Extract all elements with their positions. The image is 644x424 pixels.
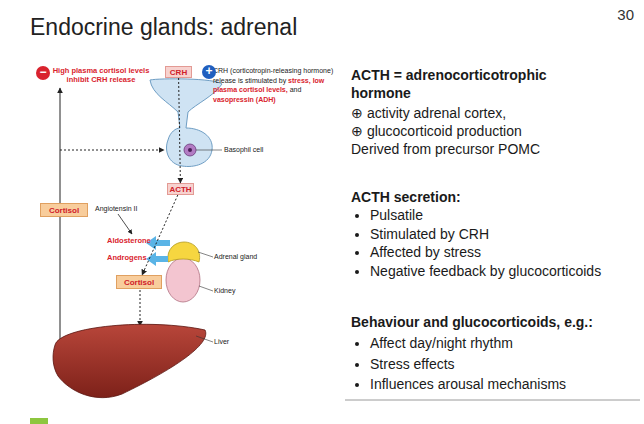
bullet-list: Affect day/night rhythmStress effectsInf… <box>351 333 644 395</box>
bullet-text: Affect day/night rhythm <box>370 335 513 351</box>
basophil-nucleus <box>188 148 192 152</box>
box-text: CRH <box>170 68 187 77</box>
box-text: ACTH <box>169 185 191 194</box>
bullet-text: Negative feedback by glucocorticoids <box>370 263 601 279</box>
cell-label: Basophil cell <box>224 146 284 153</box>
hormone-label: Angiotensin II <box>95 205 155 212</box>
hormone-box: CRH <box>165 66 192 78</box>
bullet-text: Influences arousal mechanisms <box>370 376 566 392</box>
angiotensin-arrow <box>118 214 132 234</box>
basophil-cell <box>184 144 196 156</box>
feedback-line <box>60 150 164 151</box>
leader-line <box>196 150 222 151</box>
hormone-box: Cortisol <box>116 275 162 289</box>
bullet-item: Stress effects <box>370 354 644 375</box>
leader-line <box>196 336 213 342</box>
flow-arrow <box>142 195 178 275</box>
body-text: ⊕ glucocorticoid production <box>351 122 636 140</box>
bullet-item: Negative feedback by glucocorticoids <box>370 262 644 281</box>
body-text: ⊕ activity adrenal cortex, <box>351 104 636 122</box>
hormone-box: Cortisol <box>40 203 88 217</box>
note-text: and <box>290 86 302 93</box>
bullet-item: Influences arousal mechanisms <box>370 374 644 395</box>
box-text: Cortisol <box>124 278 154 287</box>
hormone-label: Aldosterone <box>107 236 157 245</box>
bullet-text: Stress effects <box>370 356 455 372</box>
box-text: Cortisol <box>49 206 79 215</box>
hormone-box: ACTH <box>167 183 194 195</box>
liver-shape <box>53 324 206 397</box>
flow-arrow <box>179 78 181 183</box>
note-text: vasopressin (ADH) <box>213 96 276 103</box>
organ-label: Adrenal gland <box>214 253 274 260</box>
page-number: 30 <box>600 6 634 23</box>
slide-title: Endocrine glands: adrenal <box>30 14 430 41</box>
adrenal-gland-shape <box>168 242 200 262</box>
section-heading: ACTH = adrenocorticotrophic hormone <box>351 66 586 102</box>
sign-symbol: − <box>36 66 50 80</box>
bullet-item: Stimulated by CRH <box>370 225 644 244</box>
section-heading: Behaviour and glucocorticoids, e.g.: <box>351 313 640 331</box>
feedback-note: High plasma cortisol levels inhibit CRH … <box>51 66 151 84</box>
organ-label: Liver <box>214 338 264 345</box>
section-heading: ACTH secretion: <box>351 188 636 206</box>
sign-symbol: + <box>202 65 216 79</box>
bullet-list: PulsatileStimulated by CRH Affected by st… <box>351 206 644 280</box>
kidney-shape <box>166 258 200 302</box>
output-arrow <box>146 252 168 266</box>
cortisol-arrow <box>140 290 141 326</box>
footer-mark <box>30 418 48 424</box>
divider-line <box>345 400 640 401</box>
bullet-item: Affect day/night rhythm <box>370 333 644 354</box>
organ-label: Kidney <box>214 287 264 294</box>
bullet-item: Affected by stress <box>370 243 644 262</box>
hormone-label: Androgens <box>107 253 157 262</box>
body-text: Derived from precursor POMC <box>351 140 636 158</box>
leader-line <box>199 286 213 291</box>
crh-note: CRH (corticotropin-releasing hormone) re… <box>213 66 338 104</box>
bullet-text: Stimulated by CRH <box>370 226 489 242</box>
bullet-text: Affected by stress <box>370 244 481 260</box>
pituitary-illustration <box>150 79 222 167</box>
bullet-text: Pulsatile <box>370 207 423 223</box>
bullet-item: Pulsatile <box>370 206 644 225</box>
leader-line <box>198 252 213 257</box>
